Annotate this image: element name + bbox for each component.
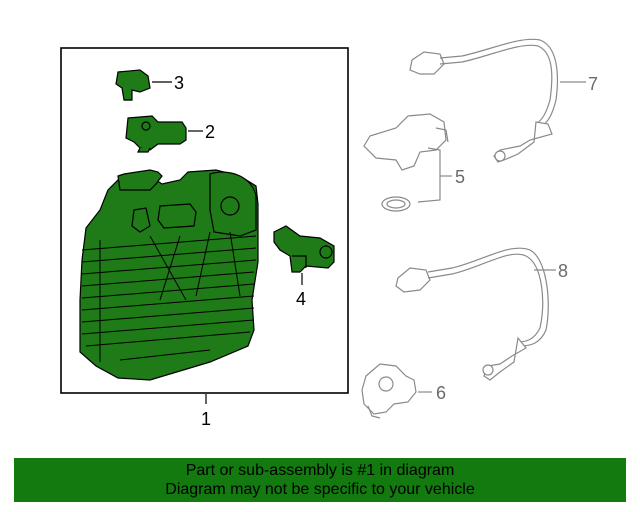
part-8-oxygen-sensor[interactable]	[395, 247, 549, 381]
part-2-solenoid[interactable]	[125, 115, 187, 153]
callout-6: 6	[436, 383, 446, 403]
part-5-sensor[interactable]	[363, 113, 449, 212]
callout-1: 1	[201, 409, 211, 429]
callout-2: 2	[205, 122, 215, 142]
assembly-frame	[60, 47, 349, 394]
info-banner: Part or sub-assembly is #1 in diagram Di…	[14, 458, 626, 502]
callout-3: 3	[174, 73, 184, 93]
part-3-connector[interactable]	[115, 69, 151, 101]
callout-5: 5	[455, 167, 465, 187]
callout-7: 7	[588, 74, 598, 94]
banner-line-2: Diagram may not be specific to your vehi…	[165, 481, 475, 498]
part-4-elbow[interactable]	[273, 225, 335, 273]
callout-8: 8	[558, 261, 568, 281]
banner-line-1: Part or sub-assembly is #1 in diagram	[185, 462, 455, 479]
parts-diagram: 3 2	[60, 38, 598, 429]
part-6-purge-valve[interactable]	[361, 363, 417, 419]
part-7-oxygen-sensor[interactable]	[409, 38, 559, 163]
callout-4: 4	[296, 289, 306, 309]
leader-5	[417, 147, 452, 203]
part-1-canister[interactable]	[79, 169, 259, 381]
